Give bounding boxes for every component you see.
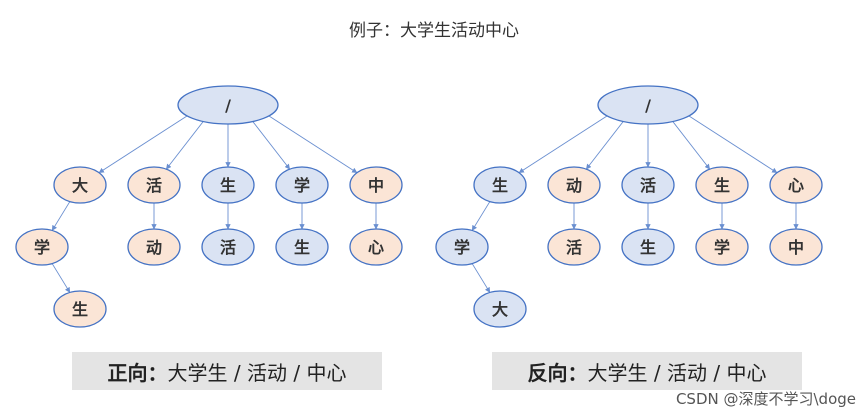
reverse-node-label: 学 bbox=[454, 238, 470, 257]
forward-node-label: 生 bbox=[220, 176, 236, 195]
forward-node-label: 活 bbox=[146, 176, 162, 195]
reverse-node-label: 活 bbox=[640, 176, 656, 195]
forward-node bbox=[15, 228, 69, 266]
reverse-node bbox=[473, 290, 527, 328]
tree-edge bbox=[667, 115, 711, 170]
forward-node-label: 生 bbox=[294, 238, 310, 257]
tree-edge bbox=[98, 110, 195, 174]
reverse-node bbox=[695, 228, 749, 266]
forward-node-label: 学 bbox=[34, 238, 50, 257]
reverse-node-label: 活 bbox=[566, 238, 582, 257]
reverse-node-label: 心 bbox=[788, 176, 804, 195]
forward-node-label: 动 bbox=[146, 238, 162, 257]
reverse-node bbox=[435, 228, 489, 266]
forward-node bbox=[349, 166, 403, 204]
forward-root-label: / bbox=[225, 96, 231, 115]
reverse-node-label: 生 bbox=[640, 238, 656, 257]
tree-edge bbox=[585, 115, 629, 170]
page-title: 例子：大学生活动中心 bbox=[349, 21, 519, 41]
forward-node bbox=[127, 166, 181, 204]
tree-edge bbox=[471, 263, 491, 293]
reverse-node bbox=[769, 166, 823, 204]
tree-edge bbox=[261, 110, 358, 174]
tree-edge bbox=[247, 115, 291, 170]
forward-node bbox=[275, 166, 329, 204]
forward-node-label: 中 bbox=[368, 176, 384, 195]
reverse-node bbox=[769, 228, 823, 266]
forward-caption-text: 大学生 / 活动 / 中心 bbox=[167, 360, 347, 385]
forward-node bbox=[53, 290, 107, 328]
reverse-caption-label: 反向： bbox=[527, 360, 588, 385]
forward-node bbox=[349, 228, 403, 266]
forward-node-label: 大 bbox=[72, 176, 88, 195]
reverse-node bbox=[695, 166, 749, 204]
reverse-node-label: 大 bbox=[492, 300, 508, 319]
reverse-node bbox=[547, 166, 601, 204]
forward-node bbox=[53, 166, 107, 204]
forward-caption-label: 正向： bbox=[107, 360, 168, 385]
watermark: CSDN @深度不学习\doge bbox=[675, 390, 856, 408]
tree-edge bbox=[51, 201, 71, 231]
forward-caption: 正向： 大学生 / 活动 / 中心 bbox=[72, 352, 382, 390]
forward-node bbox=[127, 228, 181, 266]
tree-edge bbox=[518, 110, 615, 174]
tree-edge bbox=[681, 110, 778, 174]
forward-node-label: 心 bbox=[368, 238, 384, 257]
forward-node-label: 学 bbox=[294, 176, 310, 195]
reverse-caption-text: 大学生 / 活动 / 中心 bbox=[587, 360, 767, 385]
reverse-node-label: 动 bbox=[566, 176, 582, 195]
reverse-node bbox=[473, 166, 527, 204]
forward-node bbox=[275, 228, 329, 266]
reverse-root-label: / bbox=[645, 96, 651, 115]
reverse-caption: 反向： 大学生 / 活动 / 中心 bbox=[492, 352, 802, 390]
reverse-node-label: 生 bbox=[492, 176, 508, 195]
reverse-node bbox=[621, 228, 675, 266]
reverse-node bbox=[547, 228, 601, 266]
forward-root-node bbox=[177, 85, 279, 125]
tree-edge bbox=[51, 263, 71, 293]
reverse-node-label: 生 bbox=[714, 176, 730, 195]
reverse-node-label: 学 bbox=[714, 238, 730, 257]
forward-node-label: 生 bbox=[72, 300, 88, 319]
tree-edge bbox=[165, 115, 209, 170]
reverse-node bbox=[621, 166, 675, 204]
reverse-root-node bbox=[597, 85, 699, 125]
forward-node bbox=[201, 166, 255, 204]
forward-node-label: 活 bbox=[220, 238, 236, 257]
reverse-node-label: 中 bbox=[788, 238, 804, 257]
tree-edge bbox=[471, 201, 491, 231]
forward-node bbox=[201, 228, 255, 266]
